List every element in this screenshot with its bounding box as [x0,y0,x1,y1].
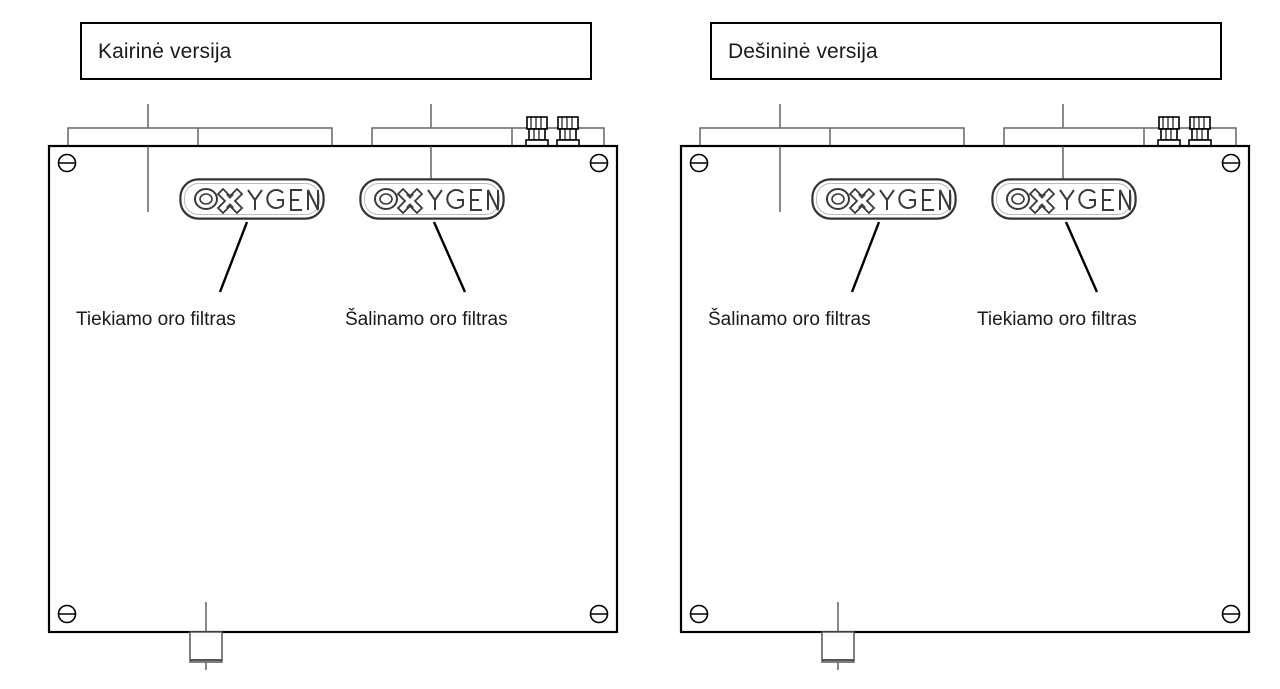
drain-spigot-icon [189,602,223,670]
callout-label-exhaust-left: Šalinamo oro filtras [345,309,508,330]
filter-badge-supply[interactable] [178,177,326,226]
filter-badge-supply[interactable] [990,177,1138,226]
callout-label-supply-left: Tiekiamo oro filtras [76,309,236,330]
leader-line [850,221,881,293]
title-text-right-version: Dešininė versija [728,39,878,63]
unit-body [47,144,619,634]
oxygen-logo-icon [991,178,1137,220]
cable-gland-icon [525,116,580,147]
unit-drawing-right-version [672,100,1272,689]
slotted-screw-icon [589,604,609,624]
title-text-left-version: Kairinė versija [98,39,232,63]
oxygen-logo-icon [811,178,957,220]
unit-outline-svg [679,104,1251,670]
slotted-screw-icon [589,153,609,173]
filter-badge-exhaust[interactable] [358,177,506,226]
leader-line [432,221,467,293]
unit-outline-svg [47,104,619,670]
slotted-screw-icon [1221,153,1241,173]
cable-gland-icon [1157,116,1212,147]
top-rail [699,127,1237,147]
title-box-left-version: Kairinė versija [80,22,592,80]
oxygen-logo-icon [179,178,325,220]
slotted-screw-icon [689,604,709,624]
callout-label-supply-right: Tiekiamo oro filtras [977,309,1137,330]
slotted-screw-icon [689,153,709,173]
filter-badge-exhaust[interactable] [810,177,958,226]
leader-line [1064,221,1099,293]
unit-body [679,144,1251,634]
leader-line [218,221,249,293]
slotted-screw-icon [1221,604,1241,624]
unit-drawing-left-version [40,100,640,689]
slotted-screw-icon [57,604,77,624]
title-box-right-version: Dešininė versija [710,22,1222,80]
drain-spigot-icon [821,602,855,670]
callout-label-exhaust-right: Šalinamo oro filtras [708,309,871,330]
top-rail [67,127,605,147]
oxygen-logo-icon [359,178,505,220]
slotted-screw-icon [57,153,77,173]
